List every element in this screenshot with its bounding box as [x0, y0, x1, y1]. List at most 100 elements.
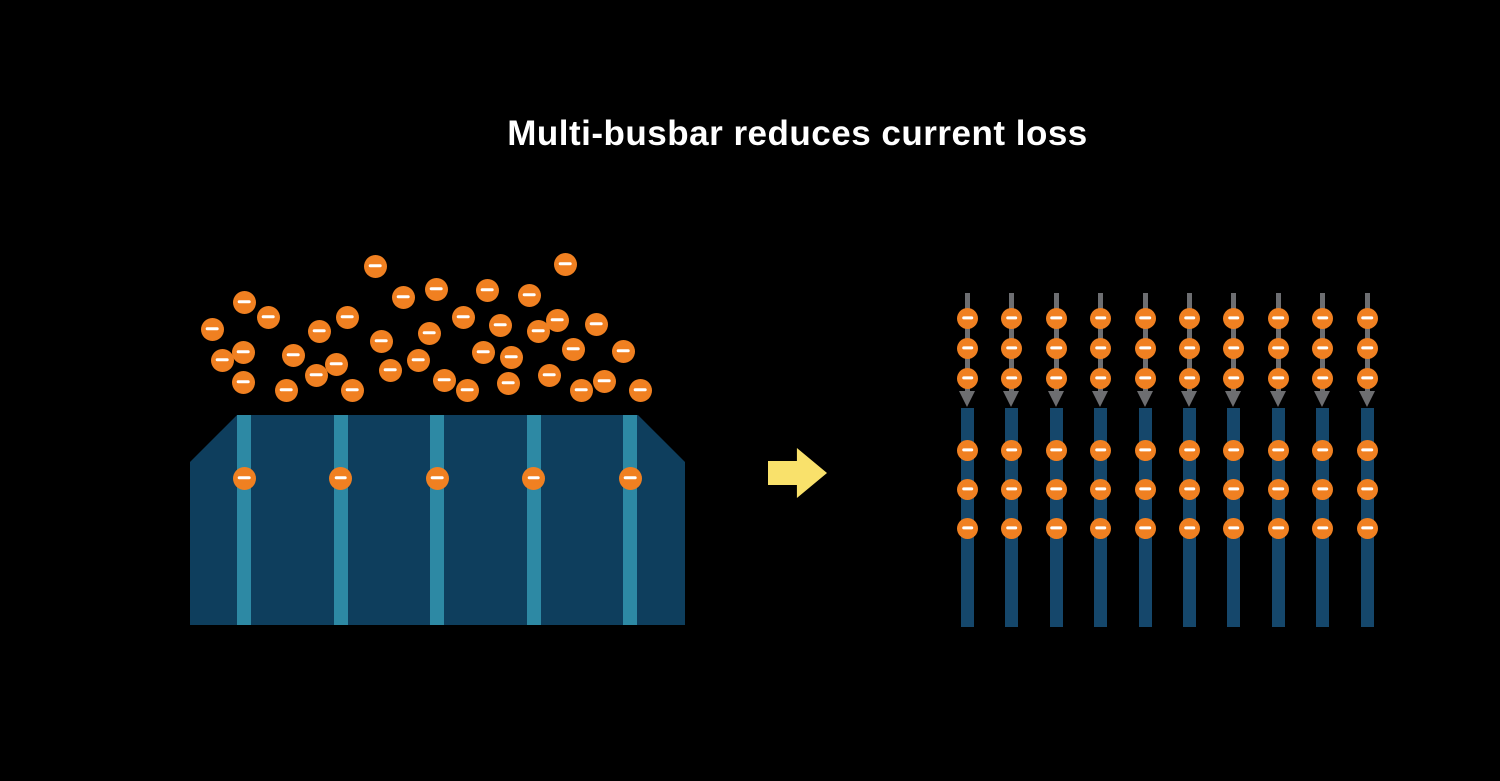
electron-icon	[618, 466, 642, 490]
micro-busbar-column	[1356, 293, 1378, 627]
electron-icon	[1356, 367, 1378, 389]
electron-icon	[232, 290, 256, 314]
electron-icon	[1001, 439, 1023, 461]
electron-icon	[1312, 439, 1334, 461]
electron-icon	[200, 317, 224, 341]
electron-icon	[1045, 517, 1067, 539]
electron-icon	[584, 312, 608, 336]
electron-icon	[232, 466, 256, 490]
down-arrowhead-icon	[1225, 391, 1242, 407]
electron-icon	[378, 358, 402, 382]
electron-icon	[406, 348, 430, 372]
electron-icon	[1356, 478, 1378, 500]
electron-icon	[1356, 439, 1378, 461]
electron-icon	[957, 478, 978, 500]
electron-icon	[1267, 337, 1289, 359]
electron-icon	[1179, 337, 1200, 359]
electron-icon	[1134, 478, 1156, 500]
micro-busbar-column	[1001, 293, 1023, 627]
down-arrowhead-icon	[1092, 391, 1109, 407]
electron-icon	[329, 466, 352, 490]
electron-icon	[425, 466, 449, 490]
electron-icon	[1312, 367, 1334, 389]
electron-icon	[1045, 478, 1067, 500]
electron-icon	[1179, 367, 1200, 389]
electron-icon	[391, 285, 415, 309]
electron-icon	[475, 278, 499, 302]
electron-icon	[471, 340, 495, 364]
electron-icon	[1045, 439, 1067, 461]
electron-icon	[499, 345, 523, 369]
down-arrowhead-icon	[1047, 391, 1064, 407]
electron-icon	[537, 363, 561, 387]
electron-icon	[210, 348, 234, 372]
down-arrowhead-icon	[1136, 391, 1153, 407]
electron-icon	[957, 337, 978, 359]
micro-busbar-column	[1179, 293, 1200, 627]
busbar	[237, 415, 251, 625]
electron-icon	[545, 308, 569, 332]
electron-icon	[1090, 517, 1112, 539]
electron-icon	[424, 277, 448, 301]
electron-icon	[1267, 367, 1289, 389]
electron-icon	[1090, 337, 1112, 359]
electron-icon	[957, 439, 978, 461]
electron-icon	[1312, 337, 1334, 359]
electron-icon	[592, 369, 616, 393]
electron-icon	[455, 378, 479, 402]
electron-icon	[526, 319, 550, 343]
busbar	[430, 415, 444, 625]
electron-icon	[1090, 307, 1112, 329]
electron-icon	[369, 329, 393, 353]
electron-icon	[957, 517, 978, 539]
electron-icon	[1001, 367, 1023, 389]
electron-icon	[957, 367, 978, 389]
down-arrowhead-icon	[1358, 391, 1375, 407]
electron-icon	[496, 371, 520, 395]
electron-icon	[1134, 517, 1156, 539]
electron-icon	[1223, 367, 1245, 389]
electron-icon	[1090, 478, 1112, 500]
electron-icon	[1223, 337, 1245, 359]
electron-icon	[307, 319, 331, 343]
multi-busbar-array	[957, 293, 1381, 627]
busbar	[526, 415, 541, 625]
electron-icon	[628, 378, 652, 402]
electron-icon	[488, 313, 512, 337]
electron-icon	[1001, 517, 1023, 539]
electron-icon	[1090, 367, 1112, 389]
electron-icon	[1134, 367, 1156, 389]
down-arrowhead-icon	[1269, 391, 1286, 407]
electron-icon	[1223, 307, 1245, 329]
electron-icon	[522, 466, 545, 490]
electron-icon	[1001, 478, 1023, 500]
electron-icon	[1312, 307, 1334, 329]
electron-icon	[1134, 307, 1156, 329]
electron-icon	[957, 307, 978, 329]
down-arrowhead-icon	[1314, 391, 1331, 407]
micro-busbar-column	[957, 293, 978, 627]
electron-icon	[304, 363, 328, 387]
electron-icon	[1134, 337, 1156, 359]
electron-icon	[1179, 439, 1200, 461]
electron-icon	[231, 370, 255, 394]
electron-icon	[1267, 517, 1289, 539]
electron-icon	[553, 252, 577, 276]
electron-icon	[1356, 307, 1378, 329]
electron-icon	[561, 337, 585, 361]
electron-icon	[1267, 478, 1289, 500]
electron-icon	[363, 254, 387, 278]
electron-icon	[517, 283, 541, 307]
electron-icon	[1179, 517, 1200, 539]
electron-icon	[611, 339, 635, 363]
electron-icon	[274, 378, 298, 402]
micro-busbar-column	[1223, 293, 1245, 627]
electron-icon	[417, 321, 441, 345]
electron-icon	[1001, 307, 1023, 329]
down-arrowhead-icon	[1181, 391, 1197, 407]
electron-icon	[1223, 478, 1245, 500]
electron-icon	[1045, 337, 1067, 359]
down-arrowhead-icon	[959, 391, 975, 407]
electron-icon	[335, 305, 359, 329]
